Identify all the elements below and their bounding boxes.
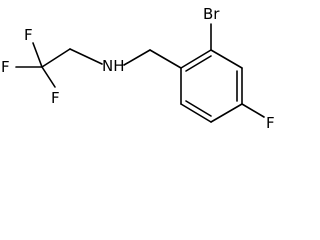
ring-bond-4 <box>210 103 243 123</box>
atom-label-br: Br <box>203 5 220 23</box>
bond-cf3-ch2 <box>41 48 71 68</box>
ring-bond-1 <box>180 49 212 69</box>
bond-ch2-n <box>69 48 103 65</box>
atom-label-f-top: F <box>24 26 33 44</box>
bond-ch2-ring <box>149 49 182 69</box>
bond-ring-f <box>241 103 265 118</box>
bond-cf3-f-bottom <box>41 66 56 88</box>
bond-cf3-f-top <box>32 42 43 68</box>
ring-bond-5 <box>180 103 212 123</box>
ring-bond-2 <box>210 49 243 69</box>
ring-double-bond-1 <box>185 55 212 72</box>
bond-n-ch2 <box>123 49 151 66</box>
molecule-structure: F F F NH Br F <box>1 5 275 132</box>
atom-label-f-left: F <box>1 58 10 76</box>
atom-label-f-ring: F <box>266 114 275 132</box>
atom-label-f-bottom: F <box>51 89 60 107</box>
atom-label-nh: NH <box>102 57 125 75</box>
ring-double-bond-3 <box>185 100 212 117</box>
